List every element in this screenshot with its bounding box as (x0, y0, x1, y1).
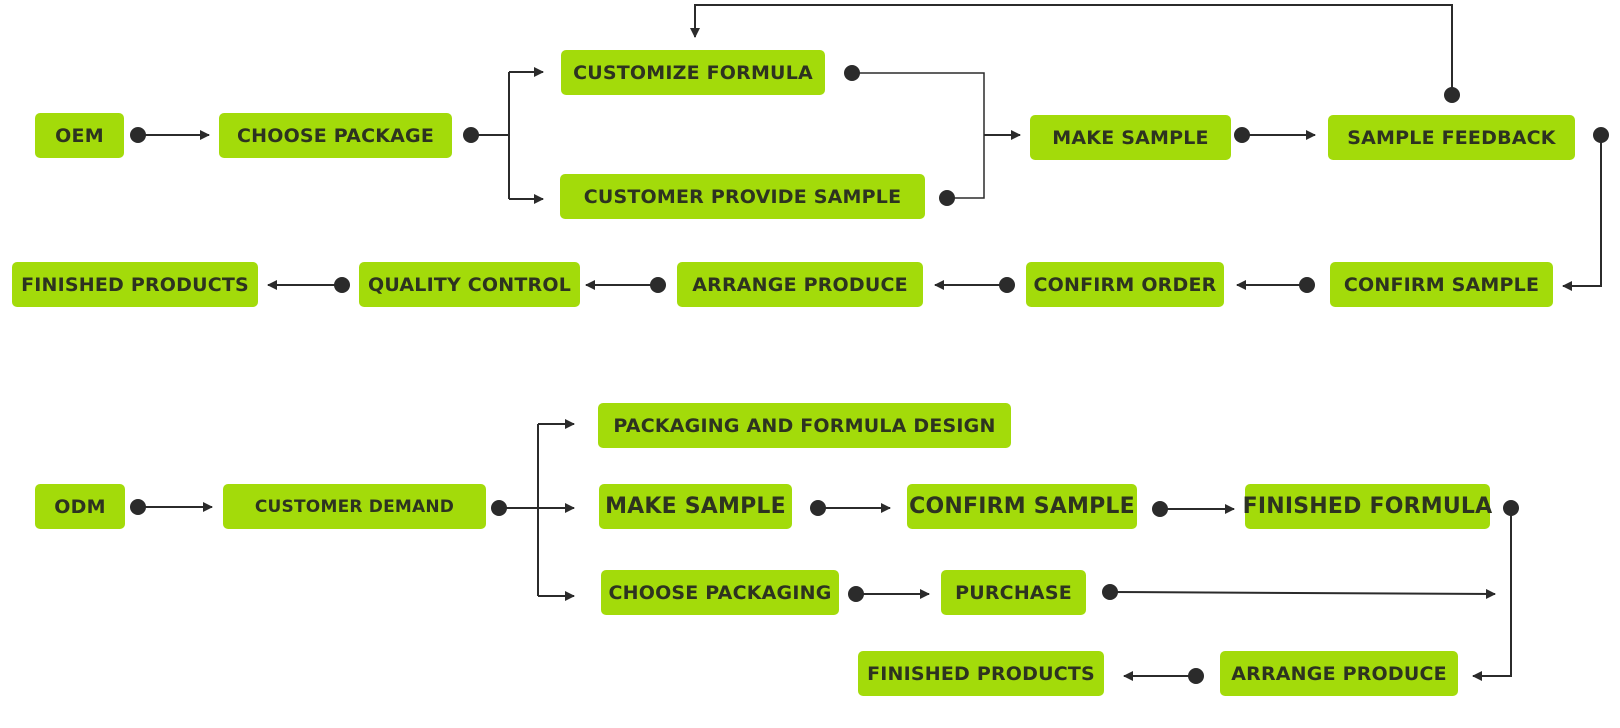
node-odm-make-sample: MAKE SAMPLE (599, 484, 792, 529)
connector-dot (844, 65, 860, 81)
connector-dot (999, 277, 1015, 293)
node-customer-demand: CUSTOMER DEMAND (223, 484, 486, 529)
connector-dot (130, 127, 146, 143)
node-confirm-sample: CONFIRM SAMPLE (1330, 262, 1553, 307)
node-purchase: PURCHASE (941, 570, 1086, 615)
connector-purchase-to-merge (1109, 588, 1496, 599)
node-packaging-and-formula-design: PACKAGING AND FORMULA DESIGN (598, 403, 1011, 448)
connector-dot (848, 586, 864, 602)
connector-dot (491, 500, 507, 516)
connector-dot (463, 127, 479, 143)
node-customer-provide-sample: CUSTOMER PROVIDE SAMPLE (560, 174, 925, 219)
node-choose-package: CHOOSE PACKAGE (219, 113, 452, 158)
connector-finished-formula-to-arrange-produce (1472, 508, 1512, 681)
connector-dot (334, 277, 350, 293)
connector-dot (1593, 127, 1609, 143)
node-customize-formula: CUSTOMIZE FORMULA (561, 50, 825, 95)
node-sample-feedback: SAMPLE FEEDBACK (1328, 115, 1575, 160)
connector-dot (1503, 500, 1519, 516)
connector-feedback-to-confirm-sample (1562, 135, 1602, 291)
connector-dot (1299, 277, 1315, 293)
node-arrange-produce: ARRANGE PRODUCE (677, 262, 923, 307)
connector-dot (1188, 668, 1204, 684)
connector-dot (130, 499, 146, 515)
node-odm-arrange-produce: ARRANGE PRODUCE (1220, 651, 1458, 696)
connector-dot (1444, 87, 1460, 103)
connector-dot (1152, 501, 1168, 517)
node-make-sample: MAKE SAMPLE (1030, 115, 1231, 160)
node-odm: ODM (35, 484, 125, 529)
connector-dot (650, 277, 666, 293)
node-odm-finished-products: FINISHED PRODUCTS (858, 651, 1104, 696)
node-oem: OEM (35, 113, 124, 158)
node-choose-packaging: CHOOSE PACKAGING (601, 570, 839, 615)
node-odm-confirm-sample: CONFIRM SAMPLE (907, 484, 1137, 529)
node-finished-products: FINISHED PRODUCTS (12, 262, 258, 307)
connector-dot (1102, 584, 1118, 600)
connector-dot (939, 190, 955, 206)
node-finished-formula: FINISHED FORMULA (1243, 484, 1492, 529)
connector-feedback-loop (690, 4, 1453, 95)
connector-dot (1234, 127, 1250, 143)
node-quality-control: QUALITY CONTROL (359, 262, 580, 307)
connector-dot (810, 500, 826, 516)
node-confirm-order: CONFIRM ORDER (1026, 262, 1224, 307)
